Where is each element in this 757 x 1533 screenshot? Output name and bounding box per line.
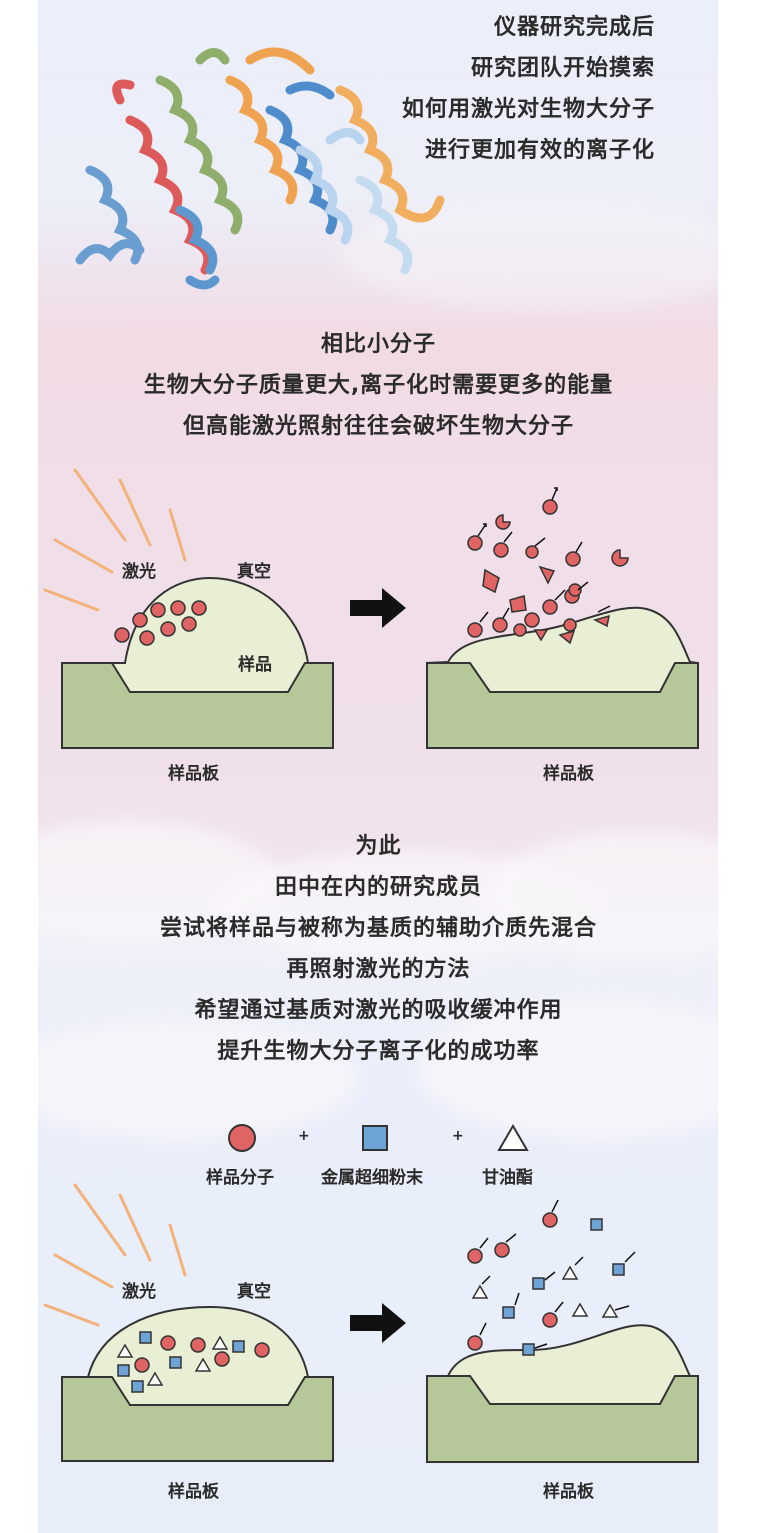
sample-molecules bbox=[114, 600, 207, 646]
intro-line-4: 进行更加有效的离子化 bbox=[424, 138, 655, 163]
plate-label-left-2: 样品板 bbox=[168, 1482, 219, 1502]
section2-line-3: 尝试将样品与被称为基质的辅助介质先混合 bbox=[159, 916, 597, 941]
diagram1-right-ionized-plate bbox=[426, 487, 699, 749]
plate-label-right: 样品板 bbox=[543, 764, 594, 784]
sample-label: 样品 bbox=[238, 655, 272, 675]
motion-arrows-2 bbox=[479, 1199, 636, 1349]
illustration-canvas bbox=[38, 0, 718, 1533]
section1-line-1: 相比小分子 bbox=[320, 332, 436, 357]
right-arrow-2 bbox=[350, 1303, 406, 1343]
section2-line-5: 希望通过基质对激光的吸收缓冲作用 bbox=[194, 998, 563, 1023]
metal-powder-icon bbox=[362, 1125, 388, 1151]
vacuum-label: 真空 bbox=[237, 562, 271, 582]
sample-molecule-icon bbox=[228, 1124, 256, 1152]
mixed-sample bbox=[116, 1331, 270, 1393]
laser-rays bbox=[43, 468, 187, 612]
ionized-mixture bbox=[467, 1212, 625, 1356]
legend-icons bbox=[228, 1124, 529, 1152]
section2-line-4: 再照射激光的方法 bbox=[286, 957, 471, 982]
diagram2-left-sample-plate bbox=[43, 1183, 334, 1462]
diagram1-left-sample-plate bbox=[43, 468, 334, 749]
intro-line-1: 仪器研究完成后 bbox=[493, 15, 655, 40]
vacuum-label-2: 真空 bbox=[237, 1282, 271, 1302]
legend-plus-2: + bbox=[452, 1128, 464, 1144]
right-arrow bbox=[350, 588, 406, 628]
ionized-fragments bbox=[467, 499, 629, 645]
legend-label-sample: 样品分子 bbox=[206, 1168, 274, 1188]
protein-illustration bbox=[75, 47, 445, 290]
section1-line-2: 生物大分子质量更大,离子化时需要更多的能量 bbox=[143, 373, 614, 398]
section2-line-2: 田中在内的研究成员 bbox=[274, 875, 482, 900]
laser-label: 激光 bbox=[122, 562, 156, 582]
legend-plus-1: + bbox=[298, 1128, 310, 1144]
laser-rays bbox=[43, 1183, 187, 1327]
glyceride-icon bbox=[497, 1124, 529, 1151]
legend-label-metal-powder: 金属超细粉末 bbox=[321, 1168, 423, 1188]
laser-label-2: 激光 bbox=[122, 1282, 156, 1302]
section2-line-1: 为此 bbox=[355, 834, 402, 859]
intro-line-3: 如何用激光对生物大分子 bbox=[401, 97, 655, 122]
section1-line-3: 但高能激光照射往往会破坏生物大分子 bbox=[182, 414, 574, 439]
section2-line-6: 提升生物大分子离子化的成功率 bbox=[217, 1039, 540, 1064]
legend-label-glyceride: 甘油酯 bbox=[482, 1168, 533, 1188]
diagram2-right-ionized-plate bbox=[426, 1199, 699, 1463]
motion-arrows bbox=[477, 487, 611, 623]
plate-label-left: 样品板 bbox=[168, 764, 219, 784]
intro-line-2: 研究团队开始摸索 bbox=[470, 56, 655, 81]
plate-label-right-2: 样品板 bbox=[543, 1482, 594, 1502]
